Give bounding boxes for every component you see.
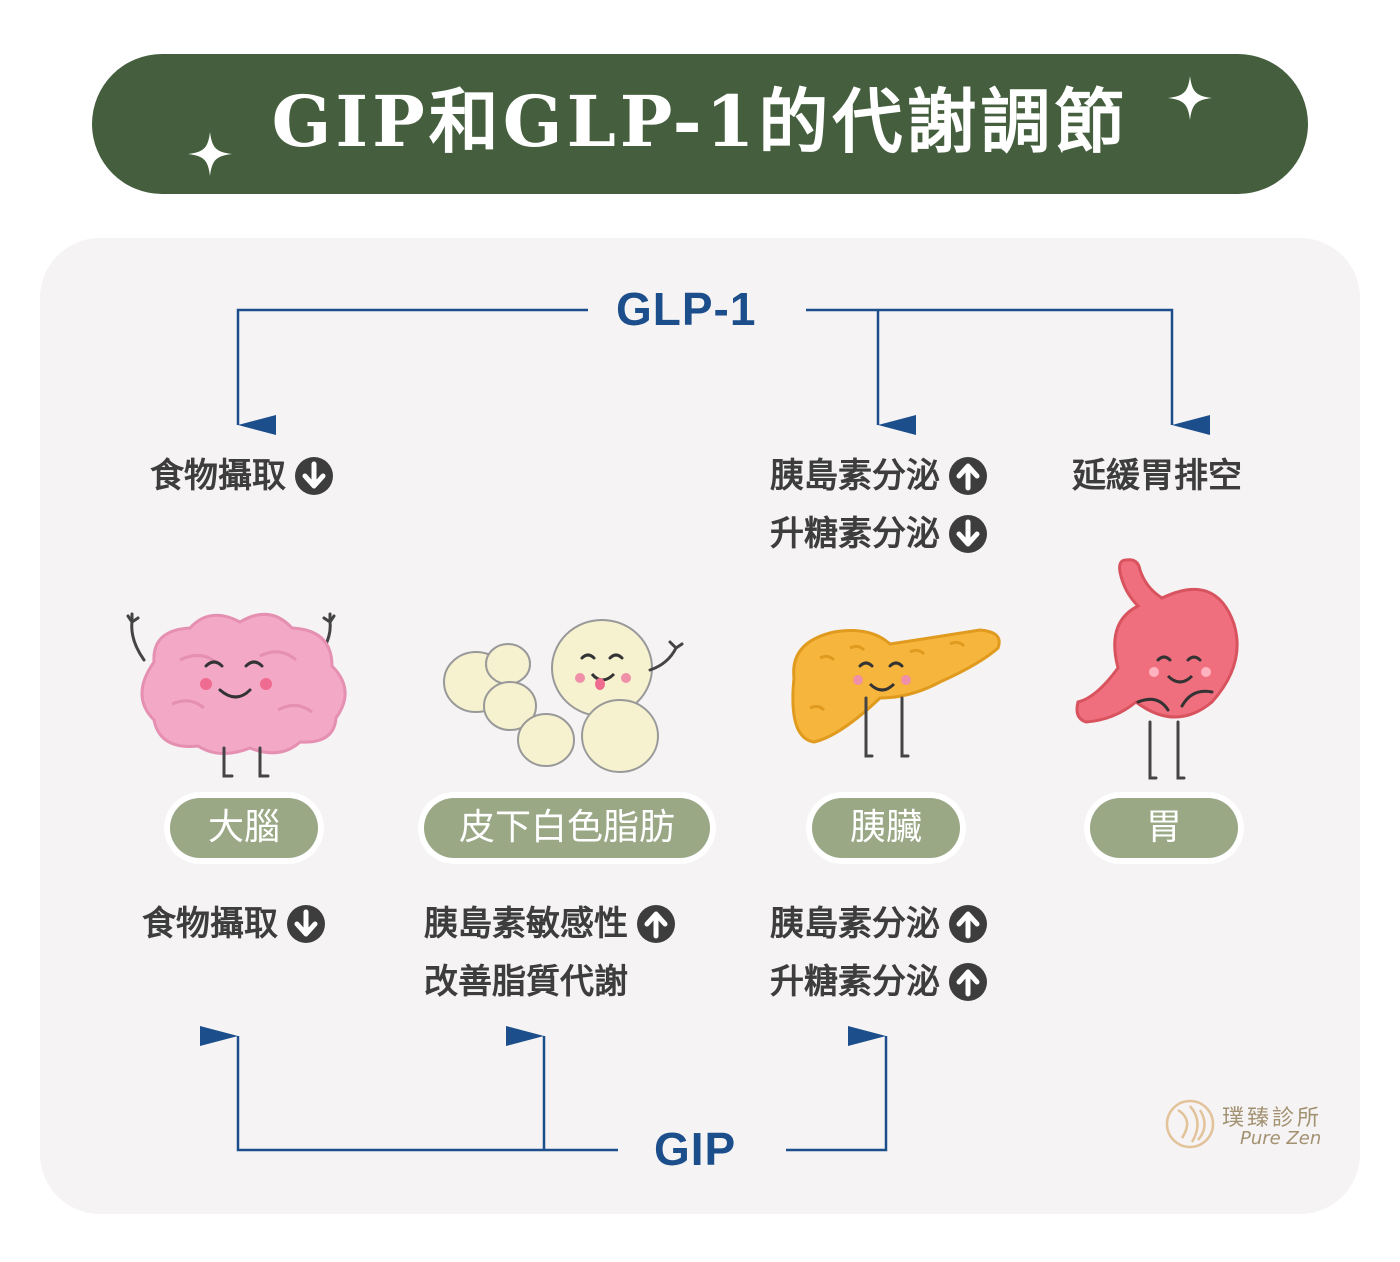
organ-label-fat: 皮下白色脂肪 bbox=[424, 798, 710, 858]
organ-label-stomach: 胃 bbox=[1090, 798, 1238, 858]
effect-label: 胰島素敏感性 bbox=[424, 904, 628, 944]
gip-effect-brain: 食物攝取 bbox=[142, 904, 326, 944]
effect-label: 延緩胃排空 bbox=[1072, 456, 1242, 496]
arrow-down-icon bbox=[949, 515, 987, 553]
gip-effect-fat-lipid: 改善脂質代謝 bbox=[424, 962, 628, 1002]
arrow-up-icon bbox=[949, 905, 987, 943]
effect-label: 食物攝取 bbox=[150, 456, 286, 496]
arrow-up-icon bbox=[949, 963, 987, 1001]
effect-label: 改善脂質代謝 bbox=[424, 962, 628, 1002]
arrow-up-icon bbox=[637, 905, 675, 943]
logo-name: 璞臻診所 bbox=[1222, 1106, 1323, 1131]
logo-icon bbox=[1165, 1099, 1215, 1149]
glp1-effect-pancreas-insulin: 胰島素分泌 bbox=[770, 456, 988, 496]
effect-label: 胰島素分泌 bbox=[770, 456, 940, 496]
gip-effect-pancreas-glucagon: 升糖素分泌 bbox=[770, 962, 988, 1002]
arrow-down-icon bbox=[287, 905, 325, 943]
stomach-illustration bbox=[1075, 558, 1239, 780]
fat-cells-illustration bbox=[443, 619, 684, 773]
page-title: GIP和GLP-1的代謝調節 bbox=[271, 80, 1129, 163]
sparkle-icon-left bbox=[188, 132, 232, 176]
hormone-gip: GIP bbox=[654, 1123, 737, 1175]
title-banner: GIP和GLP-1的代謝調節 bbox=[92, 54, 1308, 194]
organ-label-brain: 大腦 bbox=[170, 798, 318, 858]
gip-effect-fat-sensitivity: 胰島素敏感性 bbox=[424, 904, 676, 944]
sparkle-icon-right bbox=[1168, 76, 1212, 120]
arrow-up-icon bbox=[949, 457, 987, 495]
effect-label: 升糖素分泌 bbox=[770, 514, 940, 554]
pancreas-illustration bbox=[791, 628, 1001, 758]
gip-effect-pancreas-insulin: 胰島素分泌 bbox=[770, 904, 988, 944]
glp1-effect-pancreas-glucagon: 升糖素分泌 bbox=[770, 514, 988, 554]
organ-label-pancreas: 胰臟 bbox=[812, 798, 960, 858]
brain-illustration bbox=[126, 612, 347, 778]
arrow-down-icon bbox=[295, 457, 333, 495]
effect-label: 食物攝取 bbox=[142, 904, 278, 944]
logo-subtitle: Pure Zen bbox=[1240, 1128, 1322, 1149]
hormone-glp1: GLP-1 bbox=[616, 283, 757, 335]
glp1-effect-stomach: 延緩胃排空 bbox=[1072, 456, 1242, 496]
effect-label: 胰島素分泌 bbox=[770, 904, 940, 944]
effect-label: 升糖素分泌 bbox=[770, 962, 940, 1002]
glp1-effect-brain: 食物攝取 bbox=[150, 456, 334, 496]
